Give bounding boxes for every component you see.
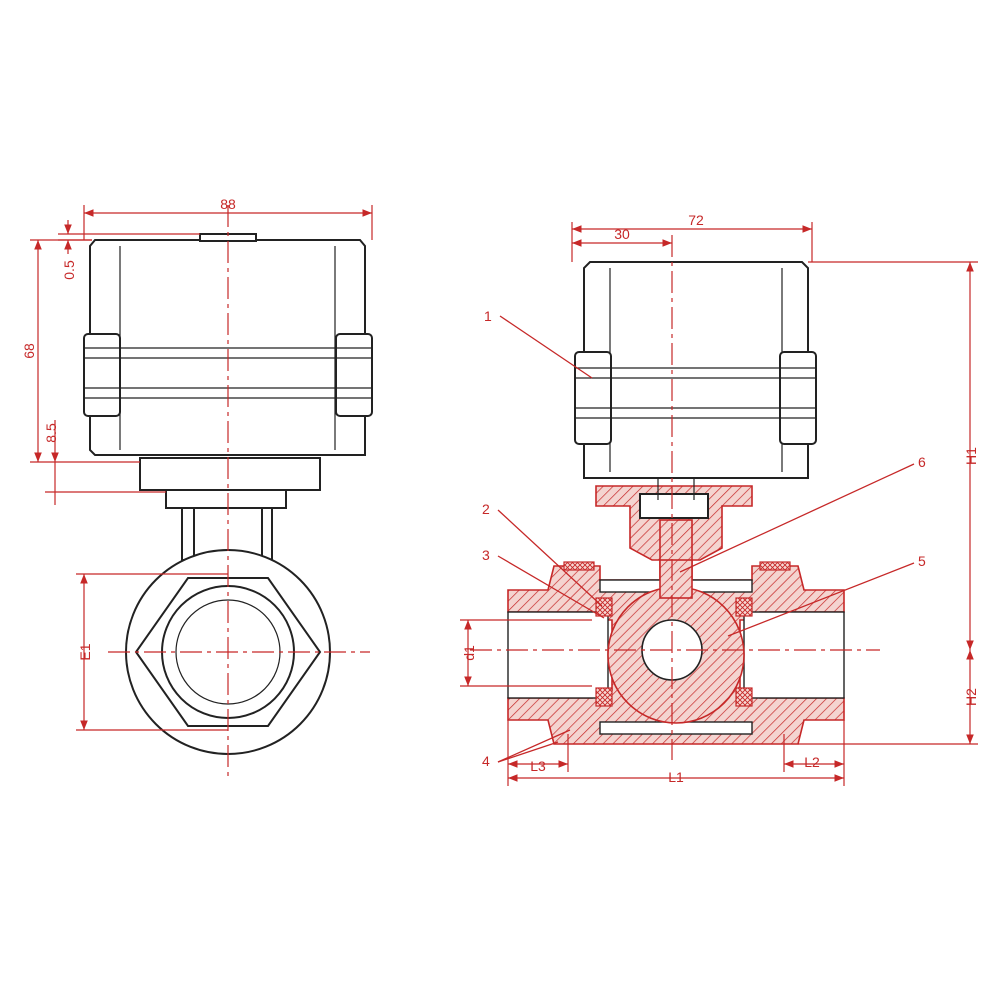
dim-height-68: 68: [21, 239, 140, 463]
front-view: 72 30 H1 H2 d1 L1: [460, 212, 979, 786]
dim-end-l3: L3: [508, 734, 569, 774]
dim-offset-30: 30: [572, 226, 672, 247]
dim-pipe-e1: E1: [76, 573, 228, 731]
side-pipe-label: E1: [77, 643, 93, 660]
dim-length-l1: L1: [507, 720, 845, 786]
front-length-label: L1: [668, 769, 684, 785]
callout-4: 4: [482, 753, 490, 769]
dim-lower-height-h2: H2: [798, 650, 979, 745]
front-valve-body: [507, 559, 845, 745]
front-bore-label: d1: [461, 645, 477, 661]
side-view: 88 0.5 68 8.5 E1: [21, 196, 373, 780]
side-bottom-label: 8.5: [43, 423, 59, 443]
callout-2: 2: [482, 501, 490, 517]
side-actuator: [83, 233, 373, 561]
callouts: 1 2 3 4 5 6: [482, 308, 926, 769]
callout-1: 1: [484, 308, 492, 324]
front-lower-height-label: H2: [963, 688, 979, 706]
dim-width-72: 72: [571, 212, 813, 262]
dim-top-gap: 0.5: [58, 220, 200, 280]
side-height-label: 68: [21, 343, 37, 359]
side-width-label: 88: [220, 196, 236, 212]
callout-3: 3: [482, 547, 490, 563]
side-gap-label: 0.5: [61, 260, 77, 280]
callout-6: 6: [918, 454, 926, 470]
dim-bottom-8-5: 8.5: [43, 420, 166, 505]
front-total-height-label: H1: [963, 447, 979, 465]
front-end-right-label: L2: [804, 754, 820, 770]
front-width-label: 72: [688, 212, 704, 228]
front-actuator: [574, 261, 817, 479]
dim-total-height-h1: H1: [808, 261, 979, 650]
front-end-left-label: L3: [530, 758, 546, 774]
callout-5: 5: [918, 553, 926, 569]
front-offset-label: 30: [614, 226, 630, 242]
dim-end-l2: L2: [783, 734, 844, 772]
dim-bore-d1: d1: [460, 619, 592, 687]
